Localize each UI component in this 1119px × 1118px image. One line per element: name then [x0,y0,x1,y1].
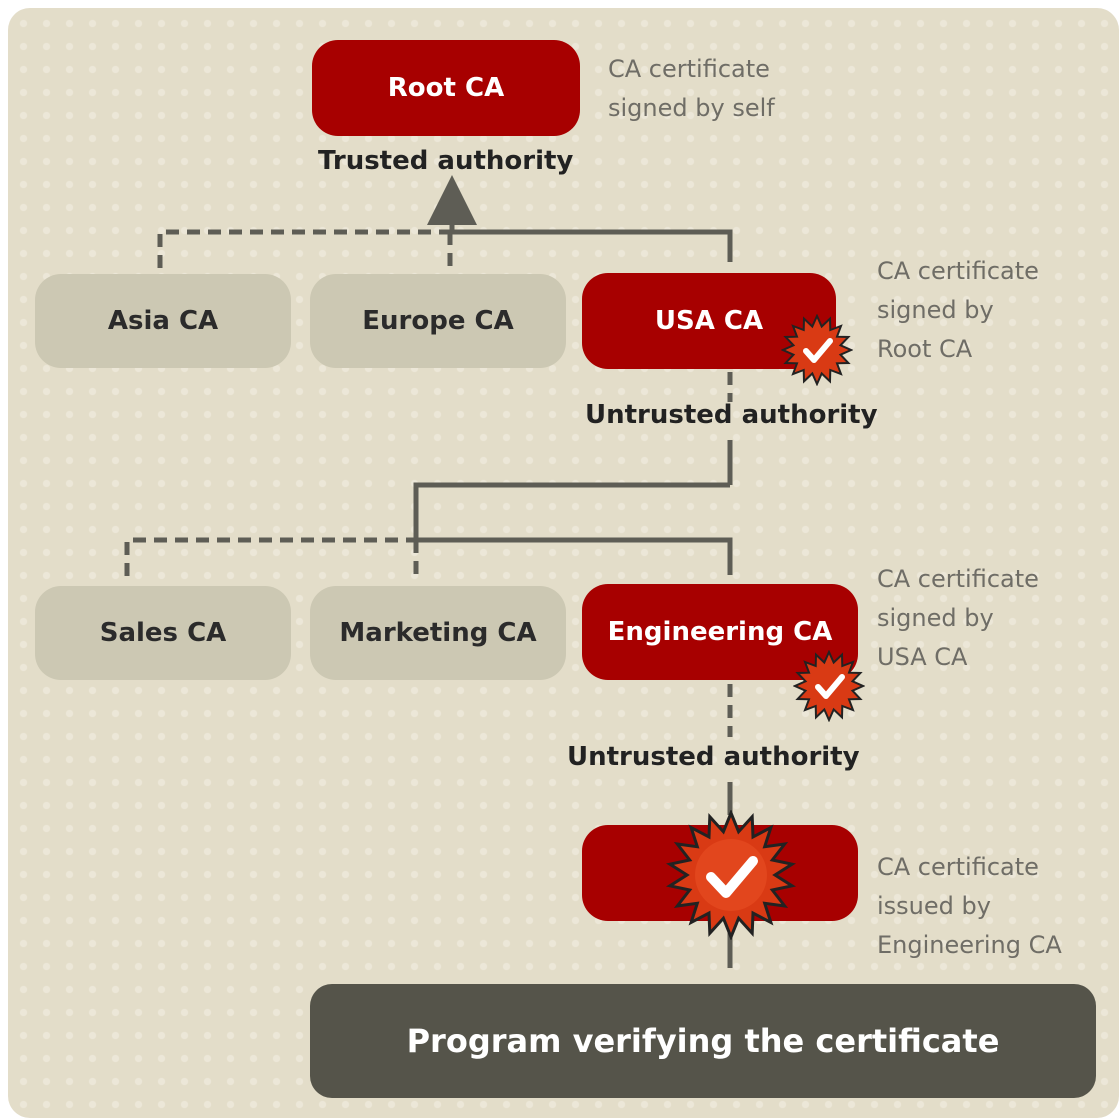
europe-ca-node: Europe CA [310,274,566,368]
marketing-ca-label: Marketing CA [339,618,537,648]
leaf-certificate-note-line: issued by [877,892,991,920]
engineering-ca-note-line: CA certificate [877,565,1039,593]
check-seal-icon [793,650,865,722]
leaf-certificate-note-line: CA certificate [877,853,1039,881]
root-ca-node: Root CA [312,40,580,136]
engineering-ca-note: CA certificate signed by USA CA [877,560,1039,677]
marketing-ca-node: Marketing CA [310,586,566,680]
usa-ca-note-line: Root CA [877,335,973,363]
untrusted-authority-label: Untrusted authority [567,742,860,772]
root-ca-note-line: CA certificate [608,55,770,83]
usa-to-root-line [427,175,733,262]
dashed-lines [124,229,733,737]
engineering-ca-label: Engineering CA [607,617,833,647]
engineering-ca-note-line: signed by [877,604,994,632]
engineering-ca-note-line: USA CA [877,643,968,671]
root-ca-label: Root CA [387,73,505,103]
root-ca-note-line: signed by self [608,94,775,122]
usa-ca-note-line: signed by [877,296,994,324]
untrusted-authority-label: Untrusted authority [585,400,878,430]
trusted-authority-label: Trusted authority [318,146,574,176]
check-seal-icon [666,810,796,940]
europe-ca-label: Europe CA [362,306,514,336]
asia-ca-label: Asia CA [107,306,219,336]
leaf-certificate-note-line: Engineering CA [877,931,1062,959]
leaf-certificate-note: CA certificate issued by Engineering CA [877,848,1062,965]
sales-dashed-line [124,537,416,576]
asia-ca-node: Asia CA [35,274,291,368]
check-seal-icon [781,314,853,386]
program-verifying-label: Program verifying the certificate [406,1022,1000,1060]
sales-ca-label: Sales CA [99,618,227,648]
usa-ca-label: USA CA [654,306,764,336]
root-ca-note: CA certificate signed by self [608,50,775,128]
diagram-panel [8,8,1119,1118]
program-verifying-node: Program verifying the certificate [310,984,1096,1098]
usa-ca-note-line: CA certificate [877,257,1039,285]
sales-ca-node: Sales CA [35,586,291,680]
usa-ca-note: CA certificate signed by Root CA [877,252,1039,369]
asia-dashed-line [157,229,452,268]
junction-to-engineering-line [413,482,733,575]
